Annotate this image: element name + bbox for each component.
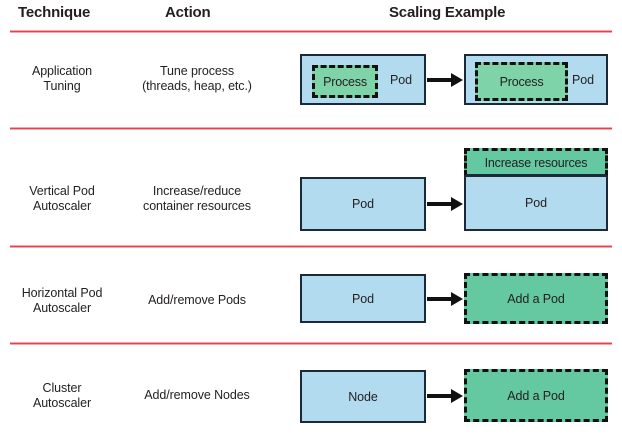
header-technique: Technique <box>18 4 91 21</box>
row-technique-label: Cluster Autoscaler <box>32 381 92 410</box>
row-technique-label: Application Tuning <box>31 64 93 93</box>
row1-before-pod-label: Pod <box>390 72 412 87</box>
arrow-head-icon <box>451 197 463 211</box>
divider-rule-2 <box>10 245 612 248</box>
divider-rule-1 <box>10 127 612 130</box>
row4-after-add-pod-label: Add a Pod <box>507 388 565 403</box>
arrow-shaft <box>427 202 453 206</box>
row2-banner-label: Increase resources <box>484 155 588 170</box>
header-scaling-example: Scaling Example <box>389 4 506 21</box>
row4-after-add-pod-box: Add a Pod <box>464 369 608 422</box>
row2-before-pod-box: Pod <box>300 177 426 231</box>
row4-before-node-box: Node <box>300 370 426 423</box>
row4-before-node-label: Node <box>348 389 378 404</box>
row-action-label: Add/remove Pods <box>148 293 246 307</box>
row2-arrow <box>427 197 463 211</box>
header-action: Action <box>165 4 211 21</box>
row1-after-pod-box: Process Pod <box>464 54 608 105</box>
row-action-label: Increase/reduce container resources <box>143 184 251 213</box>
divider-rule-3 <box>10 342 612 345</box>
arrow-shaft <box>427 394 453 398</box>
arrow-shaft <box>427 297 453 301</box>
row3-arrow <box>427 292 463 306</box>
row3-after-add-pod-box: Add a Pod <box>464 273 608 324</box>
row2-after-pod-label: Pod <box>525 196 547 210</box>
arrow-head-icon <box>451 389 463 403</box>
row1-before-process-box: Process <box>312 65 378 98</box>
row1-before-pod-box: Process Pod <box>300 54 426 105</box>
row3-before-pod-box: Pod <box>300 274 426 323</box>
row1-before-process-label: Process <box>323 74 367 89</box>
row-technique-label: Horizontal Pod Autoscaler <box>21 286 103 315</box>
row2-before-pod-label: Pod <box>352 197 374 211</box>
arrow-head-icon <box>451 292 463 306</box>
row3-before-pod-label: Pod <box>352 291 374 306</box>
arrow-shaft <box>427 78 453 82</box>
row1-after-process-box: Process <box>475 62 568 101</box>
row-action-label: Tune process (threads, heap, etc.) <box>142 64 252 93</box>
row2-increase-resources-banner: Increase resources <box>464 148 608 176</box>
table-header: Technique Action Scaling Example <box>0 0 622 30</box>
row1-after-pod-label: Pod <box>572 72 594 87</box>
row3-after-add-pod-label: Add a Pod <box>507 291 565 306</box>
row1-after-process-label: Process <box>499 74 544 89</box>
row2-after-pod-box: Pod <box>464 175 608 231</box>
row-technique-label: Vertical Pod Autoscaler <box>29 184 95 213</box>
row1-arrow <box>427 73 463 87</box>
row4-arrow <box>427 389 463 403</box>
divider-rule-header <box>10 30 612 33</box>
row-action-label: Add/remove Nodes <box>144 388 250 402</box>
arrow-head-icon <box>451 73 463 87</box>
